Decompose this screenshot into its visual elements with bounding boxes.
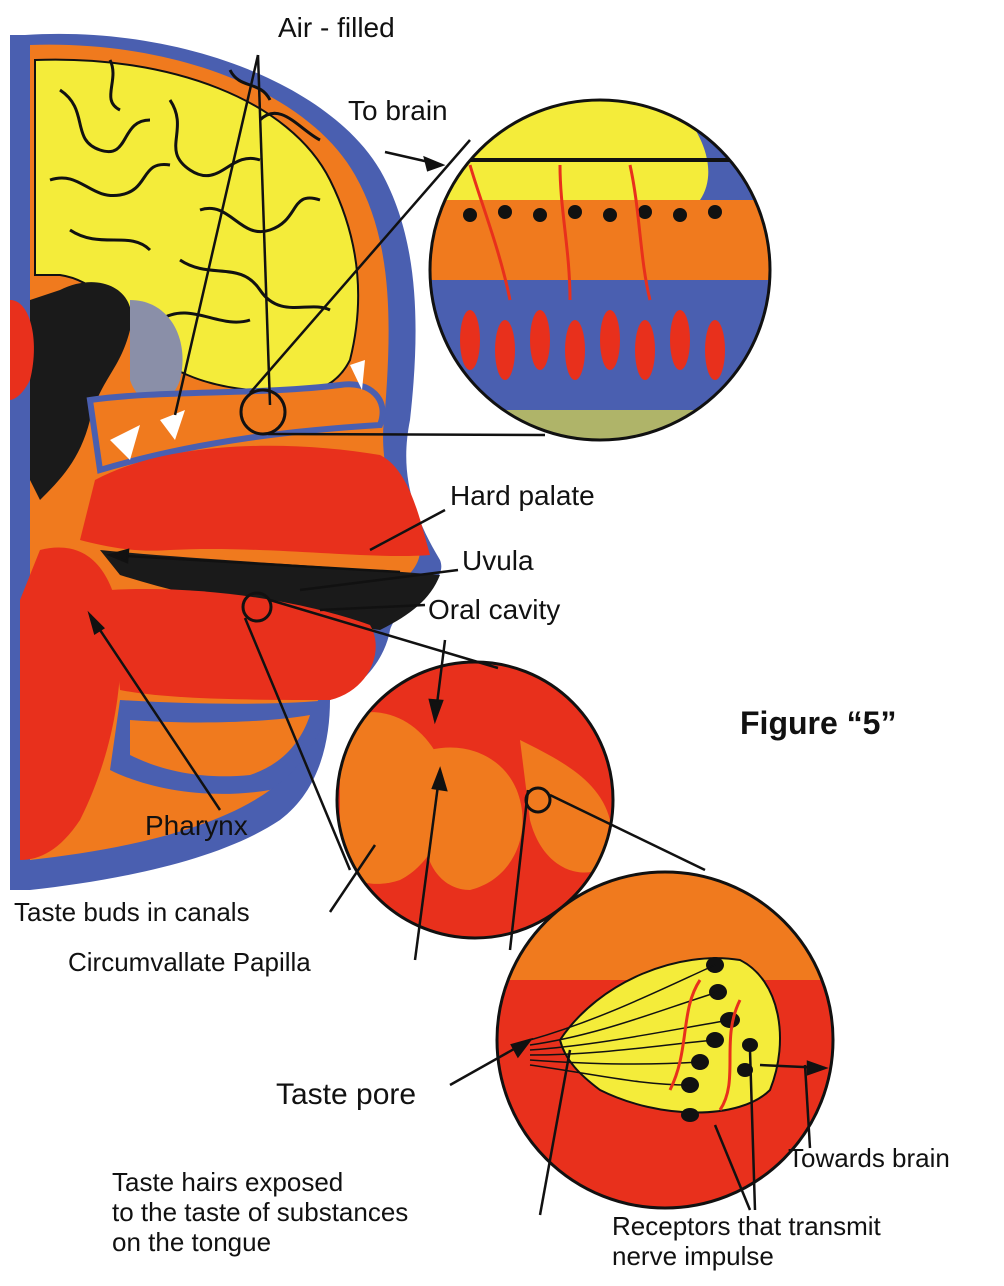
label-uvula: Uvula [462,545,534,577]
label-circumvallate-papilla: Circumvallate Papilla [68,948,311,978]
label-taste-hairs: Taste hairs exposed to the taste of subs… [112,1168,408,1258]
label-pharynx: Pharynx [145,810,248,842]
label-taste-pore: Taste pore [276,1078,416,1113]
label-receptors: Receptors that transmit nerve impulse [612,1212,881,1272]
label-towards-brain: Towards brain [788,1144,950,1174]
label-air-filled: Air - filled [278,12,395,44]
figure-title: Figure “5” [740,705,896,742]
label-to-brain: To brain [348,95,448,127]
label-hard-palate: Hard palate [450,480,595,512]
label-taste-buds: Taste buds in canals [14,898,250,928]
label-oral-cavity: Oral cavity [428,594,560,626]
